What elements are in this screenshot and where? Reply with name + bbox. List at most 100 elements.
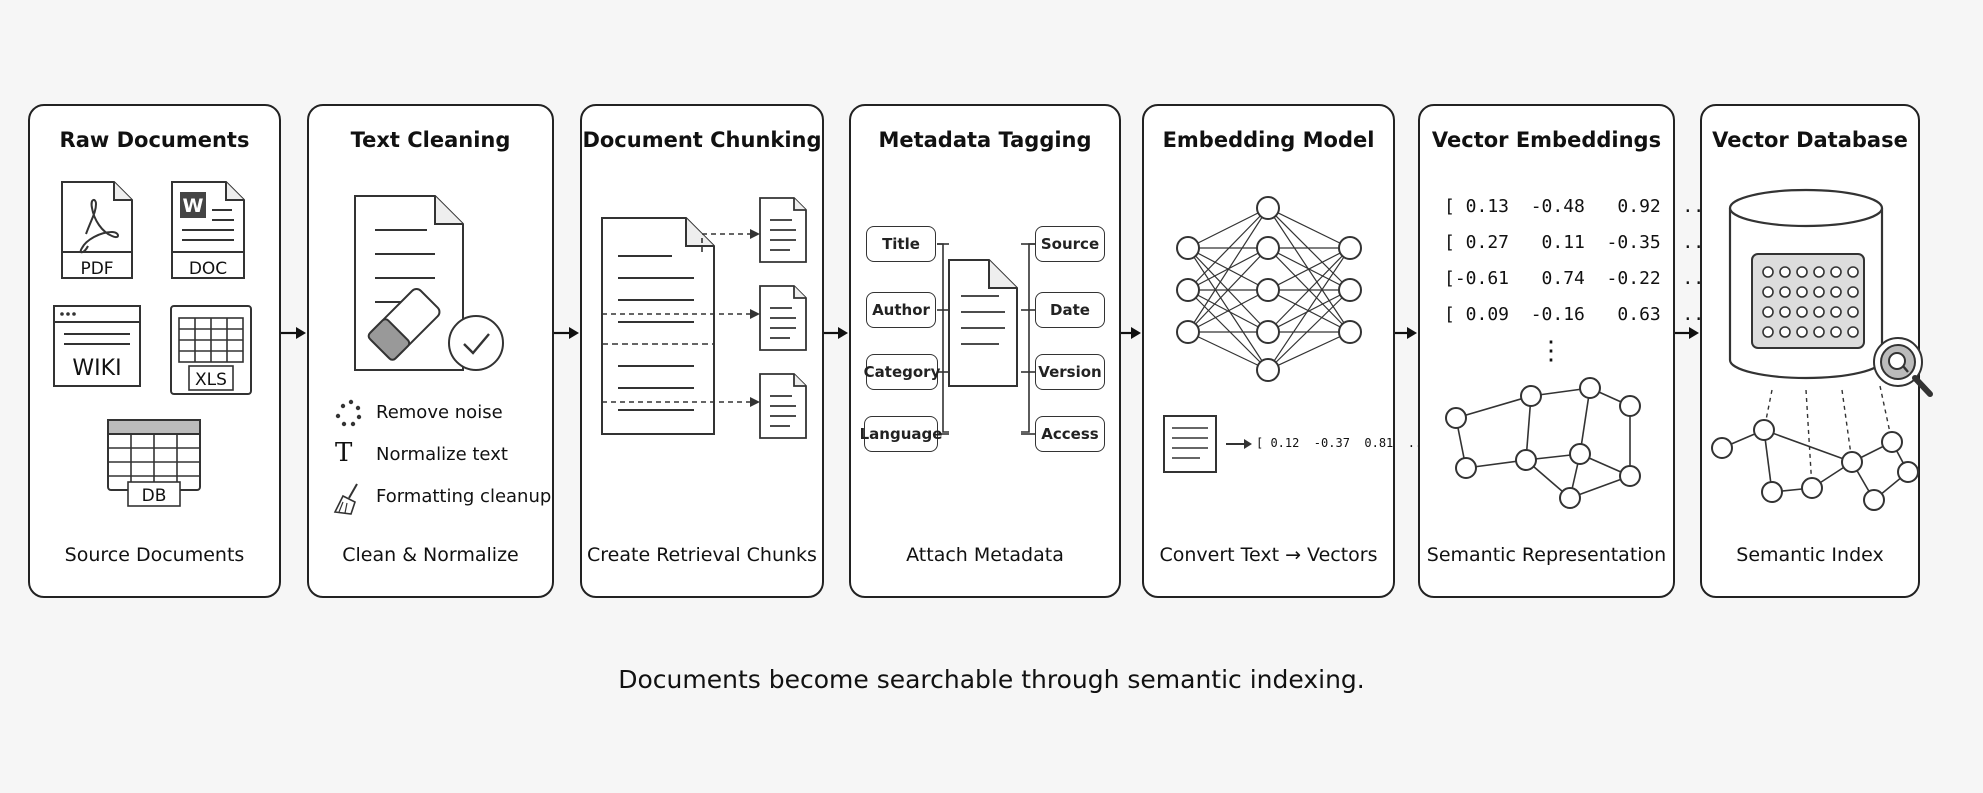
magnifier-icon — [1873, 337, 1933, 397]
metadata-connectors — [937, 243, 1035, 435]
arrow-right-icon — [1226, 439, 1252, 449]
database-table-icon — [107, 419, 201, 507]
panel-caption: Attach Metadata — [906, 544, 1064, 566]
doc-label: DOC — [188, 259, 228, 279]
doc-file-icon — [171, 181, 245, 279]
graph-node — [1455, 457, 1477, 479]
graph-node — [1897, 461, 1919, 483]
network-node — [1256, 236, 1280, 260]
wiki-page-icon — [53, 305, 141, 387]
arrow-right-icon — [824, 327, 848, 339]
panel-title: Document Chunking — [582, 128, 822, 152]
tag-date: Date — [1035, 292, 1105, 328]
embedding-output-illustration — [1163, 415, 1252, 473]
arrow-right-icon — [1675, 327, 1699, 339]
panel-document-chunking: Document Chunking — [580, 104, 824, 598]
cleaning-illustration — [333, 195, 504, 515]
tag-access: Access — [1035, 416, 1105, 452]
database-cylinder-icon — [1728, 188, 1884, 380]
graph-node — [1569, 443, 1591, 465]
database-illustration — [1711, 188, 1933, 511]
tagged-document-icon — [948, 259, 1018, 387]
network-node — [1176, 320, 1200, 344]
graph-node — [1801, 477, 1823, 499]
tag-version: Version — [1035, 354, 1105, 390]
source-document-icon — [601, 217, 715, 435]
panel-title: Embedding Model — [1162, 128, 1375, 152]
arrow-right-icon — [554, 327, 579, 339]
panel-title: Text Cleaning — [350, 128, 511, 152]
pdf-label: PDF — [80, 259, 114, 279]
graph-node — [1753, 419, 1775, 441]
graph-node — [1841, 451, 1863, 473]
panel-caption: Source Documents — [64, 544, 245, 566]
panel-title: Metadata Tagging — [878, 128, 1092, 152]
connector-arrowheads — [750, 229, 760, 407]
xls-label: XLS — [195, 370, 227, 390]
network-nodes — [1176, 196, 1362, 382]
panel-title: Vector Database — [1712, 128, 1908, 152]
cleaning-action-formatting: Formatting cleanup — [376, 486, 552, 507]
network-node — [1338, 278, 1362, 302]
graph-node — [1619, 395, 1641, 417]
panel-title: Raw Documents — [59, 128, 250, 152]
network-node — [1256, 196, 1280, 220]
input-document-icon — [1163, 415, 1217, 473]
pdf-file-icon — [61, 181, 133, 279]
network-node — [1256, 320, 1280, 344]
graph-node — [1520, 385, 1542, 407]
graph-node — [1619, 465, 1641, 487]
arrow-right-icon — [281, 327, 306, 339]
tag-title: Title — [866, 226, 936, 262]
tag-language: Language — [860, 416, 942, 452]
arrow-right-icon — [1121, 327, 1141, 339]
vector-ellipsis: ⋮ — [1538, 336, 1564, 366]
graph-nodes — [1445, 377, 1641, 509]
panel-text-cleaning: Text Cleaning — [307, 104, 554, 598]
network-node — [1256, 358, 1280, 382]
network-connections — [1187, 207, 1351, 371]
eraser-icon — [367, 287, 441, 361]
panel-title: Vector Embeddings — [1431, 128, 1662, 152]
graph-node — [1711, 437, 1733, 459]
panel-vector-embeddings: Vector Embeddings [ 0.13 -0.48 0.92 ... … — [1418, 104, 1737, 598]
neural-network-illustration — [1176, 196, 1362, 382]
xls-sheet-icon — [170, 305, 252, 395]
network-node — [1176, 236, 1200, 260]
doc-badge-letter: W — [182, 195, 204, 217]
panel-caption: Semantic Index — [1736, 544, 1884, 566]
graph-node — [1863, 489, 1885, 511]
graph-node — [1761, 481, 1783, 503]
noise-dots-icon — [335, 399, 362, 427]
panel-caption: Create Retrieval Chunks — [587, 544, 817, 566]
cleaning-action-remove-noise: Remove noise — [376, 402, 503, 423]
network-node — [1338, 236, 1362, 260]
normalize-t-icon: T — [335, 438, 353, 468]
semantic-graph — [1445, 377, 1641, 509]
graph-node — [1445, 407, 1467, 429]
broom-icon — [333, 483, 358, 515]
panel-metadata-tagging: Metadata Tagging Title Author Category L… — [849, 104, 1121, 598]
graph-node — [1559, 487, 1581, 509]
graph-node — [1579, 377, 1601, 399]
tag-source: Source — [1035, 226, 1105, 262]
chunk-document-icons — [759, 197, 807, 439]
check-circle-icon — [448, 315, 504, 371]
wiki-label: WIKI — [72, 356, 122, 381]
panel-caption: Semantic Representation — [1426, 544, 1667, 566]
panel-caption: Convert Text → Vectors — [1159, 544, 1378, 566]
arrow-right-icon — [1395, 327, 1417, 339]
graph-node — [1881, 431, 1903, 453]
panel-caption: Clean & Normalize — [342, 544, 519, 566]
index-graph-nodes — [1711, 419, 1919, 511]
chunking-illustration — [601, 197, 807, 439]
db-label: DB — [141, 486, 167, 506]
panel-embedding-model: Embedding Model [ 0.12 -0.37 0.81 ... ] … — [1142, 104, 1444, 598]
graph-node — [1515, 449, 1537, 471]
vector-row: [ 0.27 0.11 -0.35 ... ] — [1444, 232, 1737, 253]
graph-edges — [1455, 387, 1631, 499]
output-vector: [ 0.12 -0.37 0.81 ... ] — [1256, 436, 1444, 450]
network-node — [1256, 278, 1280, 302]
chunk-connectors — [602, 233, 750, 403]
